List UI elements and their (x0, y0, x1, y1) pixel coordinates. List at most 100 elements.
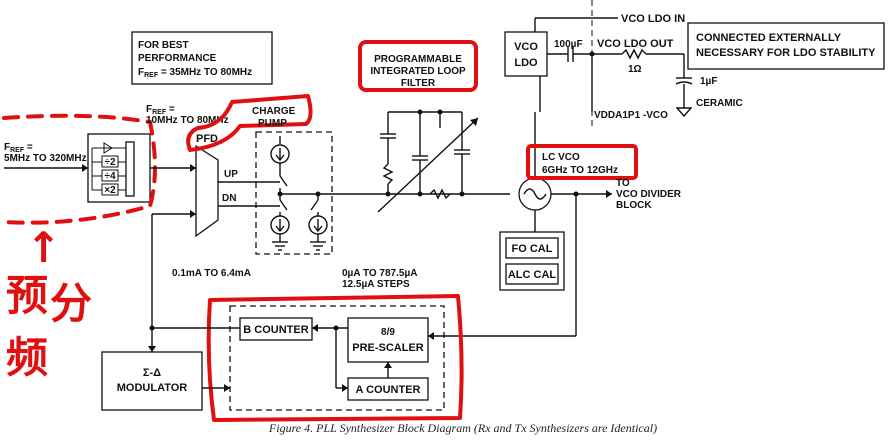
charge-pump-line2: PUMP (258, 118, 287, 129)
fref-in-line1: FREF = (4, 142, 33, 154)
label-div2: ÷2 (104, 157, 115, 168)
cp2-source-arrowhead (313, 225, 323, 233)
sigma-delta-modulator-box (101, 351, 203, 411)
prescaler-box (347, 317, 429, 363)
label-cp-steps-line2: 12.5µA STEPS (342, 279, 410, 290)
arrow-modulator (224, 384, 230, 392)
vco-sine (523, 188, 547, 200)
arrow-fb-pfd (190, 210, 196, 218)
lf-node-bottom2 (417, 191, 423, 197)
label-modulator-line2: MODULATOR (117, 382, 188, 394)
label-cp-range: 0.1mA TO 6.4mA (172, 268, 251, 279)
label-cp-steps-line1: 0µA TO 787.5µA (342, 268, 417, 279)
arrow-vco-out (606, 190, 612, 198)
loop-filter-line3: FILTER (401, 78, 436, 89)
label-prescaler-line1: 8/9 (381, 327, 395, 338)
alc-cal-box (505, 263, 559, 285)
fo-cal-box (505, 237, 559, 259)
annotation-prescaler-dashed (2, 113, 157, 225)
to-divider-line1: TO (616, 178, 630, 189)
best-performance-box (131, 31, 273, 85)
annotation-charge-pump-circle (186, 94, 313, 152)
label-a-counter: A COUNTER (356, 384, 421, 396)
label-100uf: 100µF (554, 39, 583, 50)
ref-divider-block (87, 133, 151, 203)
label-vco-ldo-in: VCO LDO IN (621, 13, 685, 25)
label-alc-cal: ALC CAL (508, 269, 557, 281)
cp-switch-up (279, 175, 288, 187)
label-1ohm: 1Ω (628, 64, 642, 75)
charge-pump-block (255, 131, 333, 255)
handwritten-arrow: ↑ (26, 223, 61, 272)
lf-variable-arrow (377, 117, 479, 213)
vco-ldo-box (504, 31, 548, 77)
lc-vco-line1: LC VCO (542, 152, 580, 163)
to-divider-line2: VCO DIVIDER (616, 189, 682, 200)
fref-pfd-line2: 10MHz TO 80MHz (146, 115, 229, 126)
label-div4: ÷4 (104, 171, 115, 182)
vco-ldo-box-line2: LDO (514, 57, 538, 69)
arrow-fref-in (82, 164, 88, 172)
cp-source-dn-arrowhead (275, 225, 285, 233)
label-up: UP (224, 169, 238, 180)
b-counter-box (239, 317, 313, 341)
label-prescaler-line2: PRE-SCALER (352, 342, 424, 354)
label-dn: DN (222, 193, 236, 204)
cp-source-up-arrowhead (275, 154, 285, 162)
vco-ldo-box-line1: VCO (514, 41, 538, 53)
handwritten-char-1: 预 (6, 271, 48, 320)
lf-r-series (429, 188, 451, 200)
to-divider-line3: BLOCK (616, 200, 652, 211)
label-ceramic: CERAMIC (696, 98, 743, 109)
ground-symbol-ldo (675, 107, 693, 118)
label-pfd: PFD (196, 133, 218, 145)
arrow-a-in (342, 384, 348, 392)
label-1uf: 1µF (700, 76, 717, 87)
fref-in-line2: 5MHz TO 320MHz (4, 153, 87, 164)
lf-node-bottom1 (385, 191, 391, 197)
arrow-a-prescaler (384, 362, 392, 368)
arrow-feedback (428, 332, 434, 340)
lf-node-bottom3 (459, 191, 465, 197)
annotation-loop-filter-circle (358, 40, 478, 92)
arrow-prescaler-b (312, 324, 318, 332)
label-mul2: ×2 (104, 185, 116, 196)
lf-variable-arrowhead (470, 118, 478, 126)
charge-pump-line1: CHARGE (252, 106, 296, 117)
n-divider-block (229, 305, 445, 411)
ref-mux (125, 141, 135, 197)
loop-filter-line2: INTEGRATED LOOP (370, 66, 466, 77)
fref-pfd-line1: FREF = (146, 104, 175, 116)
arrow-to-modulator (148, 346, 156, 352)
lc-vco-line2: 6GHz TO 12GHz (542, 165, 618, 176)
note-line2: NECESSARY FOR LDO STABILITY (696, 47, 876, 59)
resistor-1ohm (621, 48, 647, 60)
best-line1: FOR BEST (138, 40, 189, 51)
node-cp-out (277, 191, 283, 197)
cp-switch-dn (279, 199, 288, 211)
arrow-ref-pfd (190, 164, 196, 172)
best-line2: PERFORMANCE (138, 53, 217, 64)
label-vco-ldo-out: VCO LDO OUT (597, 38, 674, 50)
cp2-switch (310, 199, 319, 211)
node-prescaler-out (333, 325, 339, 331)
node-cp2 (315, 191, 321, 197)
label-modulator-line1: Σ-Δ (143, 367, 161, 379)
handwritten-char-2: 分 (50, 279, 92, 328)
annotation-divider-circle (206, 294, 464, 422)
annotation-lc-vco-circle (526, 144, 638, 180)
best-line3: FREF = 35MHz TO 80MHz (138, 67, 252, 79)
label-b-counter: B COUNTER (243, 324, 308, 336)
handwritten-char-3: 频 (6, 333, 48, 382)
figure-caption: Figure 4. PLL Synthesizer Block Diagram … (268, 421, 657, 435)
label-fo-cal: FO CAL (512, 243, 553, 255)
loop-filter-line1: PROGRAMMABLE (374, 54, 462, 65)
buffer-symbol (103, 142, 113, 154)
cap-1uf-plate2 (675, 81, 693, 85)
lf-r1 (382, 163, 394, 185)
note-line1: CONNECTED EXTERNALLY (696, 32, 842, 44)
note-external-box (687, 22, 885, 70)
pfd-block (195, 144, 219, 238)
label-vdda: VDDA1P1 -VCO (594, 110, 668, 121)
